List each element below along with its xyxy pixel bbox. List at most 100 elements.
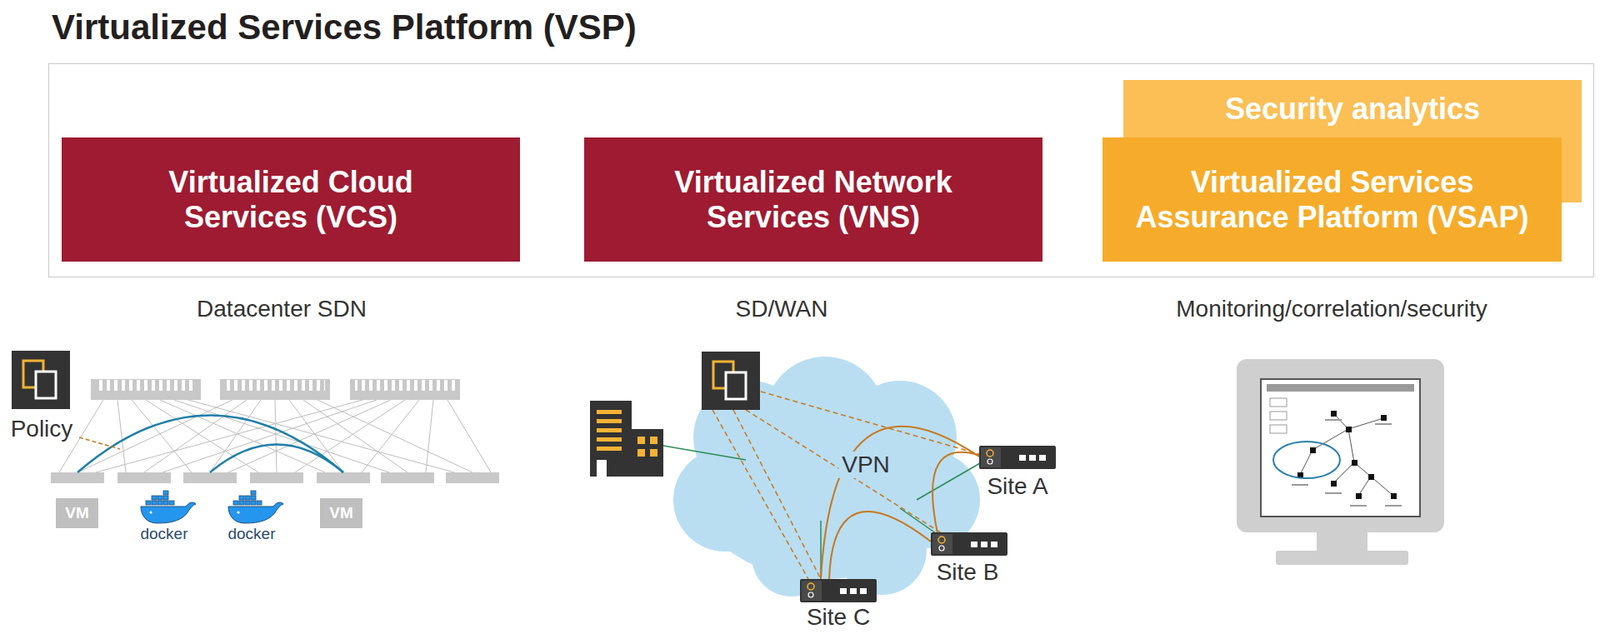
screen-panel (1270, 398, 1287, 407)
topology-bar (1350, 505, 1367, 507)
topology-bar (1375, 423, 1392, 425)
topology-nodes (1297, 410, 1397, 500)
sdwan-controller-icon (701, 351, 760, 410)
docker-logo (228, 490, 284, 524)
building-window (650, 436, 658, 445)
vpn-tunnel (932, 452, 984, 534)
spine-switch-ports (355, 379, 455, 400)
topology-links (1300, 413, 1394, 496)
building-door (596, 460, 607, 477)
topology-bar (1325, 492, 1342, 495)
box-text: VM (329, 504, 354, 523)
building-window (596, 428, 622, 433)
building-window (596, 419, 622, 424)
site-device (979, 445, 1056, 470)
leaf-switch (250, 472, 304, 484)
topology-node (1355, 493, 1362, 500)
docker-wordmark: docker (140, 525, 188, 544)
service-box: Virtualized Services Assurance Platform … (1102, 137, 1562, 262)
topology-bar (1385, 505, 1402, 507)
leaf-switch (183, 472, 237, 484)
building-window (637, 449, 645, 457)
leaf-switch (316, 472, 370, 484)
box-text: VM (65, 504, 90, 523)
monitor-screen (1260, 379, 1420, 517)
monitor-icon (1236, 359, 1445, 565)
leaf-switch (445, 472, 500, 484)
icon-label: Policy (10, 415, 74, 443)
overlay-tunnel (77, 415, 344, 474)
topology-bar (1291, 484, 1309, 486)
topology-node (1310, 447, 1316, 454)
control-link (733, 410, 821, 580)
sdwan-scene (590, 351, 1056, 603)
screen-panel (1270, 425, 1287, 434)
datacenter-fabric (11, 350, 500, 524)
service-box: Virtualized Cloud Services (VCS) (61, 137, 520, 262)
building-window (596, 437, 622, 442)
screen-panel (1270, 411, 1287, 420)
spine-switches (90, 379, 460, 400)
topology-node (1330, 480, 1337, 487)
topology-node (1368, 474, 1375, 480)
spine-switch-ports (95, 379, 196, 400)
control-link (745, 410, 942, 534)
vm-box: VM (320, 498, 363, 529)
topology-bars (1291, 419, 1402, 507)
control-link (760, 391, 980, 455)
docker-wordmark: docker (227, 525, 275, 544)
docker-logo (140, 490, 196, 524)
building-tower (590, 400, 632, 477)
topology-bar (1325, 419, 1342, 421)
topology-node (1345, 426, 1352, 433)
platform-heading: Virtualized Services Platform (VSP) (51, 7, 1596, 48)
site-device (800, 579, 877, 603)
policy-controller-icon (11, 350, 70, 410)
building-window (596, 446, 622, 451)
leaf-switches (50, 472, 500, 484)
leaf-switch (380, 472, 435, 484)
box-text: Virtualized Network Services (VNS) (638, 165, 989, 235)
box-text: Virtualized Services Assurance Platform … (1124, 165, 1541, 235)
monitor-bezel (1236, 359, 1445, 533)
box-text: Virtualized Cloud Services (VCS) (115, 165, 466, 235)
site-label: Site B (936, 559, 1000, 586)
site-label: Site C (806, 604, 870, 631)
access-link (916, 463, 980, 500)
building-icon (590, 400, 664, 477)
topology-node (1380, 415, 1387, 421)
monitor-neck (1316, 532, 1368, 552)
leaf-switch (117, 472, 171, 484)
spine-switch-ports (225, 379, 325, 400)
box-text: Security analytics (1225, 91, 1480, 126)
building-window (650, 449, 658, 457)
site-device (930, 532, 1008, 556)
leaf-switch (50, 472, 105, 484)
spine-switch (220, 379, 330, 400)
section-caption: SD/WAN (735, 295, 829, 323)
vpn-tunnel (829, 511, 931, 580)
building-wing (631, 429, 664, 477)
fabric-links (59, 400, 491, 473)
control-link (712, 410, 809, 580)
tunnel-label: VPN (838, 451, 894, 479)
topology-node (1351, 460, 1358, 466)
vpn-tunnel (820, 426, 980, 580)
screen-titlebar (1266, 384, 1415, 392)
service-box: Virtualized Network Services (VNS) (584, 137, 1043, 262)
section-caption: Monitoring/correlation/security (1175, 295, 1488, 323)
spine-switch (90, 379, 201, 400)
platform-frame: Virtualized Services Platform (VSP)Virtu… (48, 63, 1595, 278)
highlight-ellipse (1273, 441, 1340, 479)
topology-node (1390, 493, 1397, 500)
overlay-tunnel (210, 445, 344, 474)
building-window (637, 436, 645, 445)
vm-box: VM (55, 498, 99, 529)
building-window (596, 410, 622, 415)
section-caption: Datacenter SDN (196, 295, 367, 323)
vpn-tunnels (820, 426, 984, 580)
monitor-base (1275, 550, 1409, 565)
topology-node (1330, 410, 1337, 417)
spine-switch (350, 379, 460, 400)
